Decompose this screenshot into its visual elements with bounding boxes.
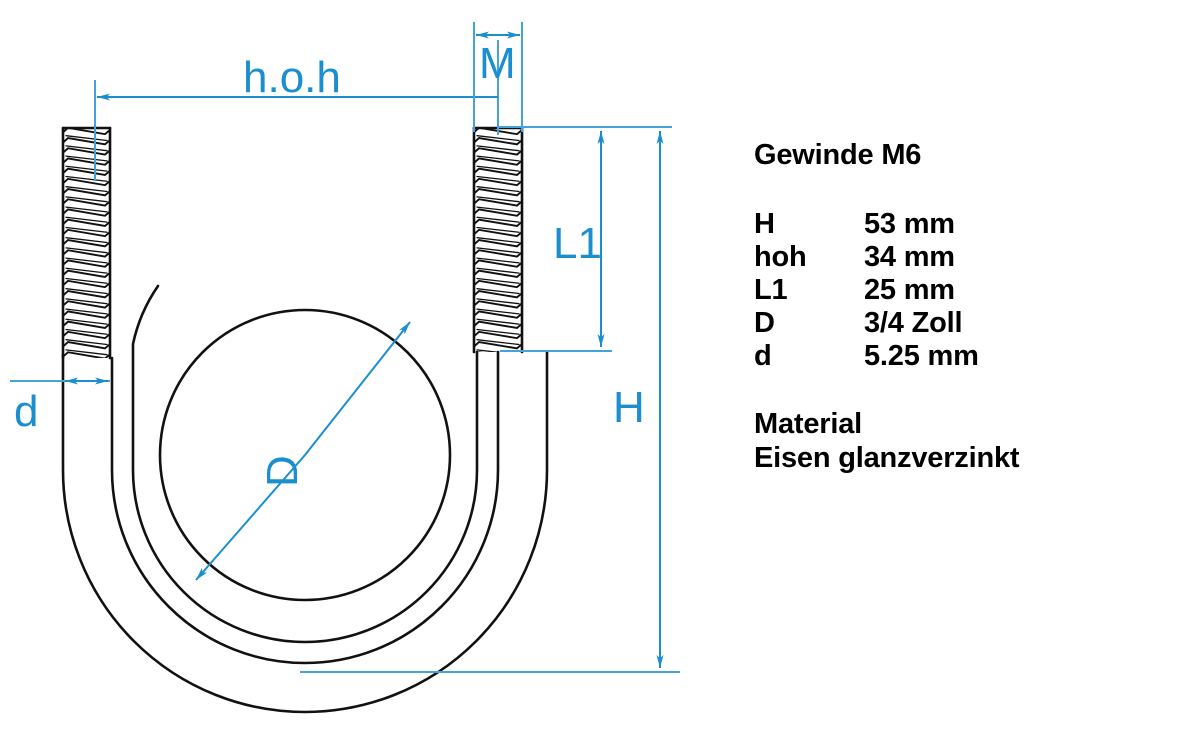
- ubolt-body: [61, 126, 549, 714]
- ubolt-outer-contour: [61, 350, 549, 714]
- dimension-d-diameter: D: [195, 321, 411, 581]
- specification-table: H 53 mm hoh 34 mm L1 25 mm D 3/4 Zoll d 5.25 mm: [754, 208, 979, 373]
- ubolt-middle-contour: [110, 350, 500, 665]
- m-label: M: [479, 39, 516, 88]
- d-rod-label: d: [14, 387, 38, 436]
- spec-row: L1 25 mm: [754, 274, 979, 307]
- spec-key: hoh: [754, 241, 807, 273]
- spec-value: 53 mm: [864, 208, 955, 240]
- material-block: Material Eisen glanzverzinkt: [754, 407, 1184, 475]
- material-heading: Material: [754, 408, 862, 440]
- dimension-l1: L1: [553, 131, 605, 347]
- specification-panel: Gewinde M6 H 53 mm hoh 34 mm L1 25 mm D 3/4 Zol…: [754, 138, 1184, 475]
- pipe-circle: [158, 308, 452, 602]
- spec-value: 25 mm: [864, 274, 955, 306]
- spec-key: d: [754, 340, 772, 372]
- spec-row: H 53 mm: [754, 208, 979, 241]
- l1-label: L1: [553, 219, 602, 268]
- spec-row: d 5.25 mm: [754, 340, 979, 373]
- d-label: D: [258, 455, 307, 487]
- spec-value: 3/4 Zoll: [864, 307, 963, 339]
- dimension-h: H: [613, 131, 664, 668]
- d-arrow-upper-right: [304, 321, 411, 456]
- spec-value: 5.25 mm: [864, 340, 979, 372]
- spec-row: D 3/4 Zoll: [754, 307, 979, 340]
- thread-title: Gewinde M6: [754, 139, 922, 171]
- ubolt-inner-contour: [131, 284, 479, 644]
- hoh-label: h.o.h: [243, 53, 341, 102]
- spec-key: L1: [754, 274, 788, 306]
- material-value: Eisen glanzverzinkt: [754, 442, 1020, 474]
- h-label: H: [613, 383, 645, 432]
- spec-key: H: [754, 208, 775, 240]
- spec-row: hoh 34 mm: [754, 241, 979, 274]
- right-rod-thread: [473, 126, 523, 352]
- spec-value: 34 mm: [864, 241, 955, 273]
- spec-key: D: [754, 307, 775, 339]
- d-arrow-lower-left: [195, 454, 306, 581]
- dimension-m: M: [473, 22, 523, 132]
- dimension-d-rod: d: [10, 377, 110, 436]
- left-rod-thread: [62, 126, 111, 358]
- dimension-hoh: h.o.h: [94, 40, 499, 180]
